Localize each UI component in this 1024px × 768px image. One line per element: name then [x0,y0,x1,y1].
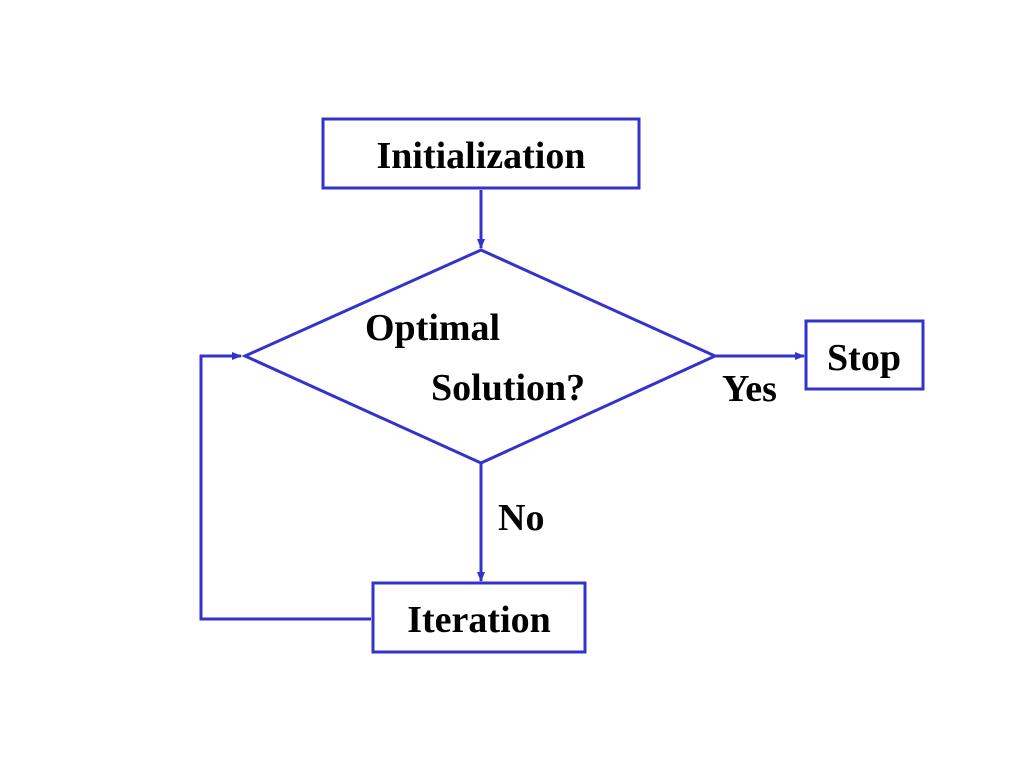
stop-box [804,319,925,391]
decision-node: Optimal Solution? [241,248,719,465]
decision-label-line1: Optimal [365,307,500,349]
iteration-label: Iteration [407,599,551,641]
yes-label: Yes [722,368,777,410]
iteration-box [371,581,587,654]
decision-label-line2: Solution? [431,367,585,409]
decision-diamond [241,248,719,465]
initialization-node: Initialization [321,117,641,190]
iteration-node: Iteration [371,581,587,654]
stop-label: Stop [827,337,901,379]
arrow-iteration-loop-back [199,352,371,621]
no-label: No [498,497,544,539]
stop-node: Stop [804,319,925,391]
initialization-box [321,117,641,190]
initialization-label: Initialization [376,135,585,177]
